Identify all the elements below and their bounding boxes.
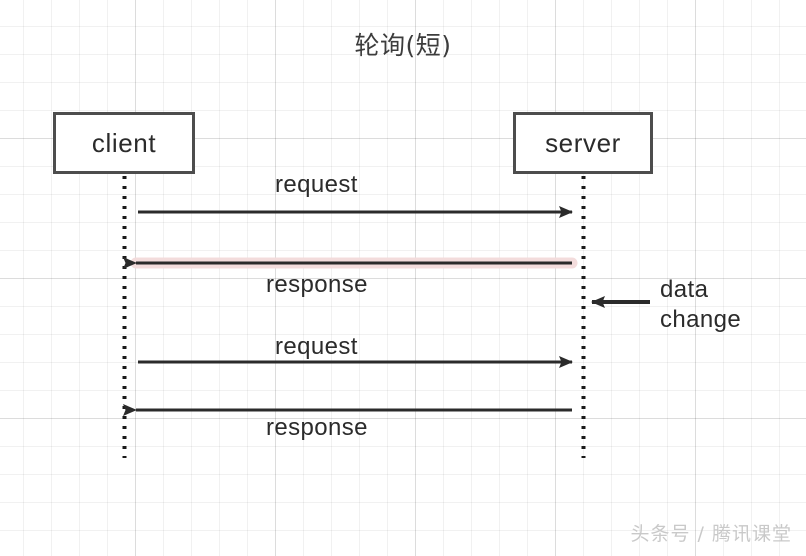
note-data-change[interactable]: data change — [660, 275, 741, 335]
note-data-change-line-2: change — [660, 306, 742, 333]
node-server-label: server — [545, 127, 621, 158]
message-label-request-1[interactable]: request — [275, 171, 358, 198]
message-label-response-2[interactable]: response — [266, 414, 368, 441]
node-client-label: client — [91, 127, 157, 158]
node-server[interactable]: server — [513, 112, 653, 174]
watermark: 头条号 / 腾讯课堂 — [630, 523, 792, 545]
note-data-change-line-1: data — [660, 276, 709, 303]
node-client[interactable]: client — [53, 112, 195, 174]
message-label-response-1[interactable]: response — [266, 271, 368, 298]
diagram-title: 轮询(短) — [354, 31, 452, 60]
message-label-request-2[interactable]: request — [275, 333, 358, 360]
